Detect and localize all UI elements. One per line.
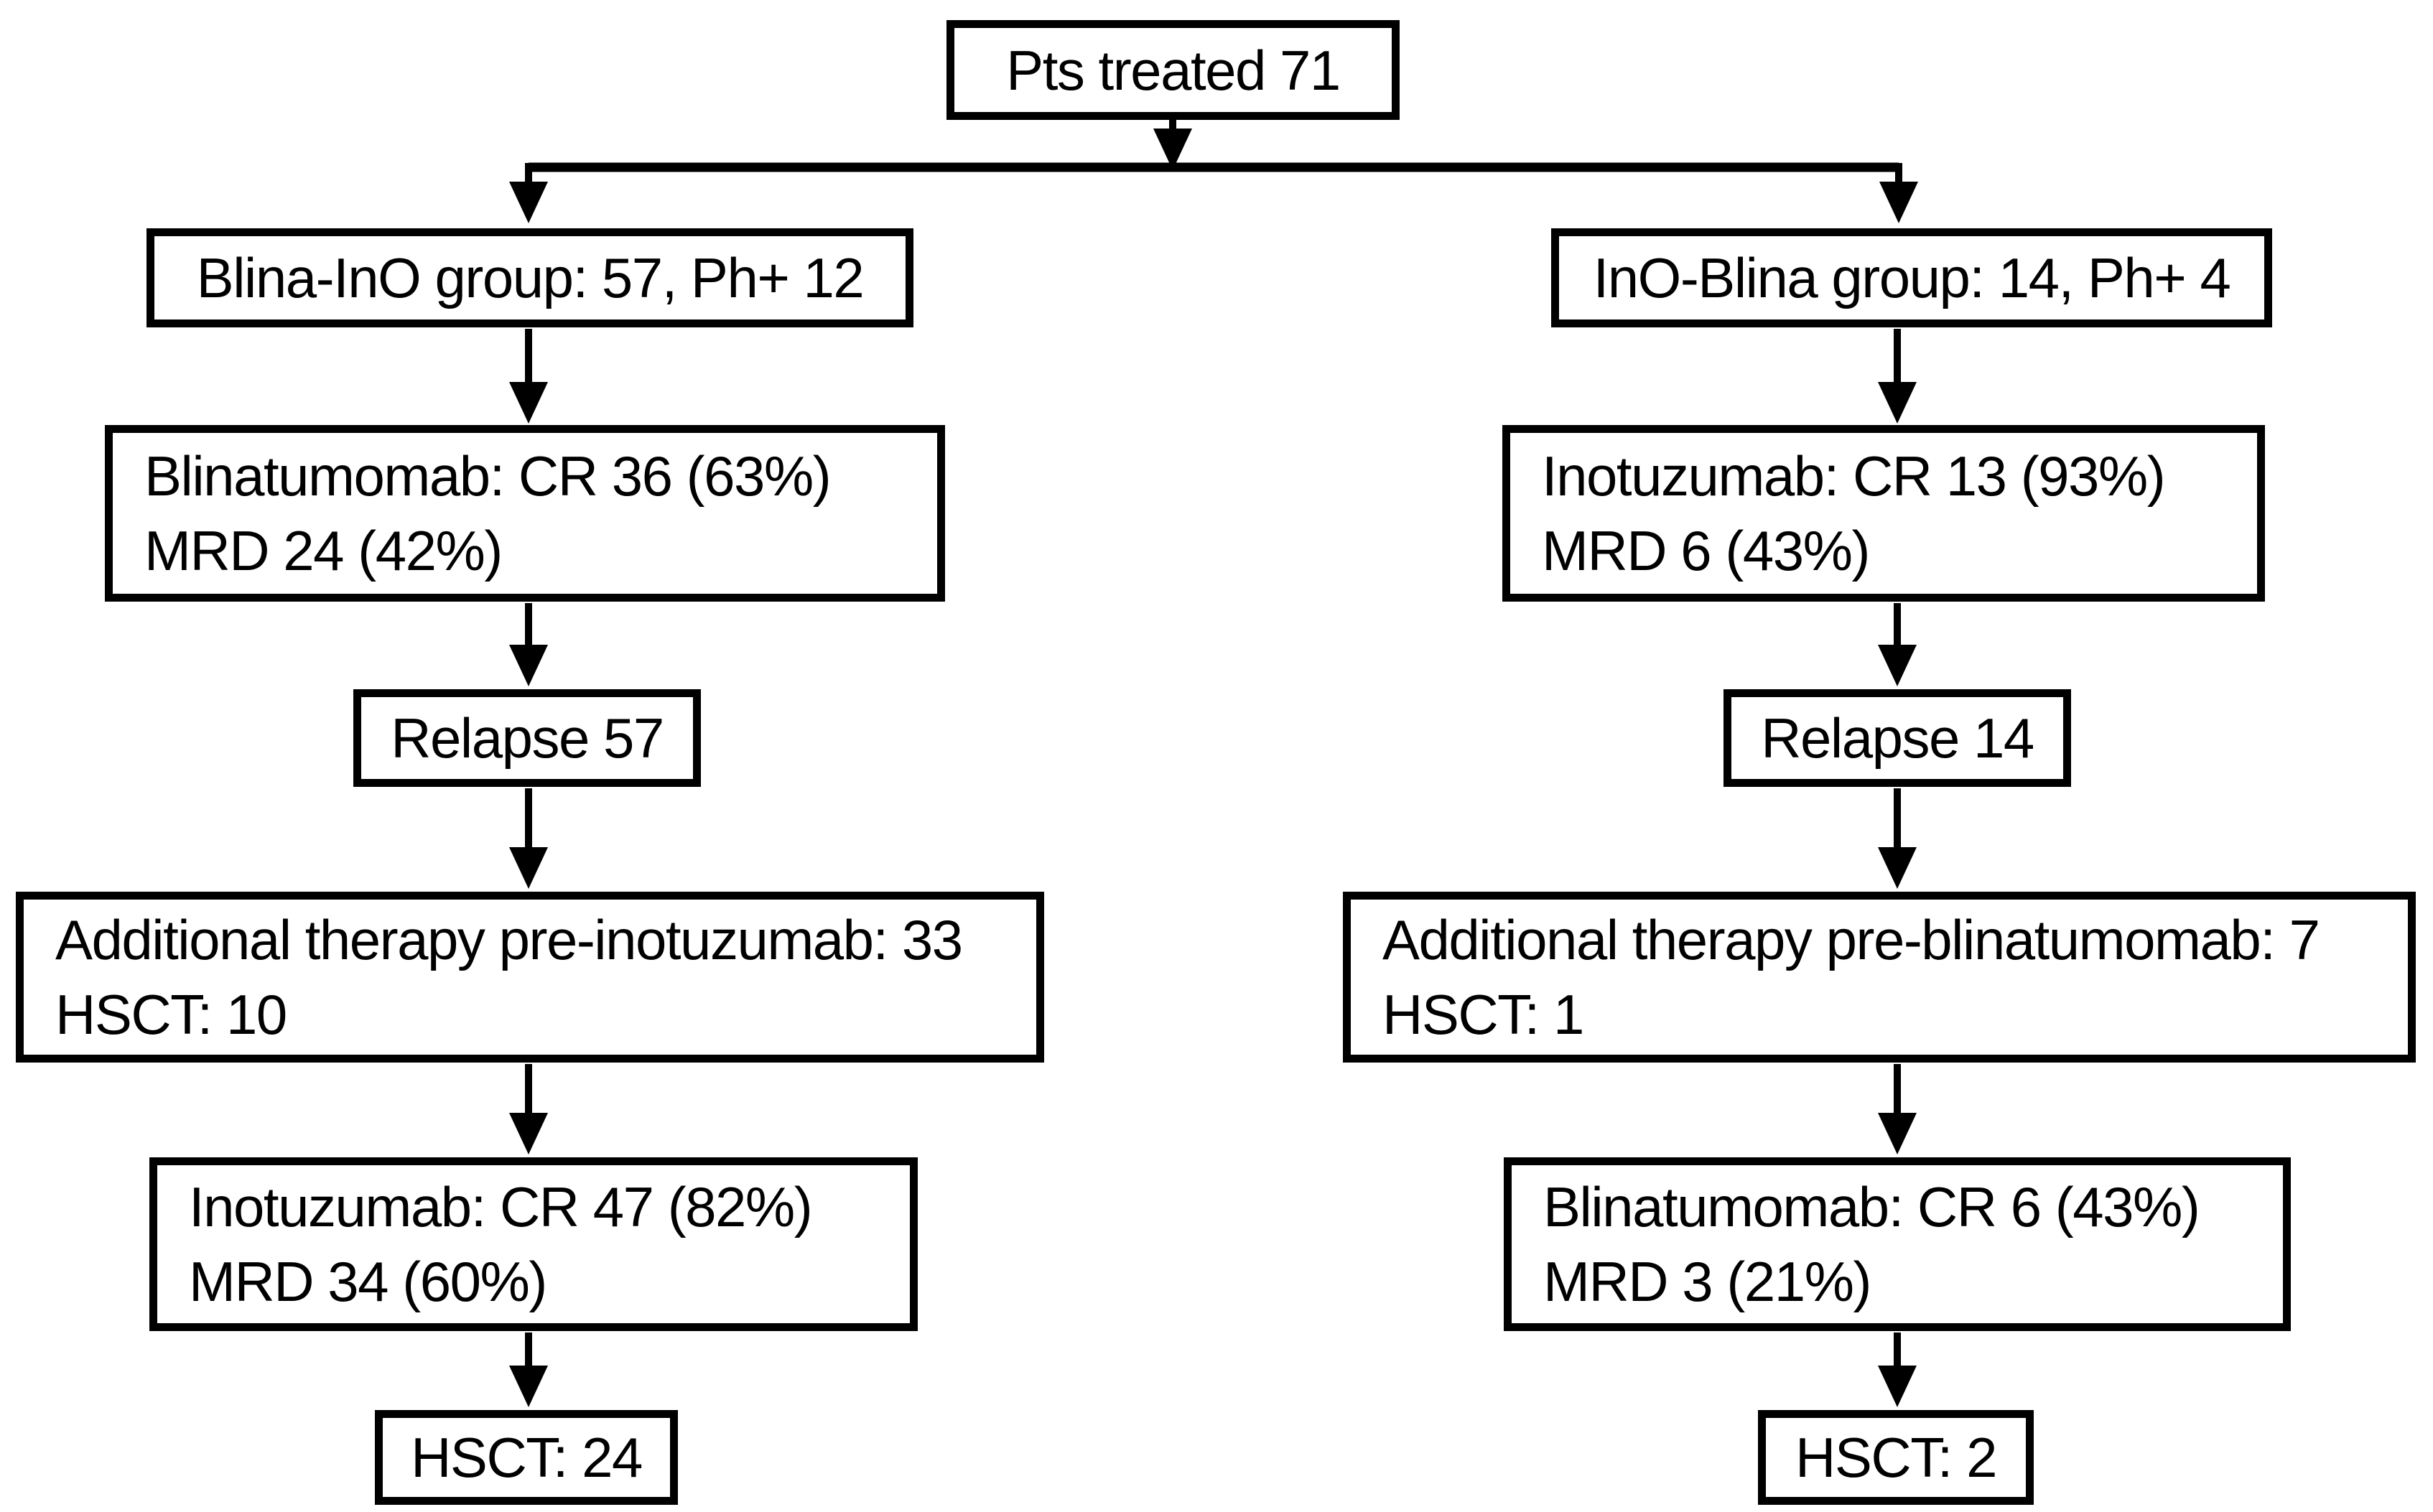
node-left-hsct: HSCT: 24 [375,1410,678,1505]
node-right-blinatumomab-result: Blinatumomab: CR 6 (43%) MRD 3 (21%) [1504,1157,2291,1331]
arrow-right-treatment2-to-hsct [1878,1333,1917,1407]
node-blina-ino-group: Blina-InO group: 57, Ph+ 12 [146,228,913,327]
additional-therapy-line: Additional therapy pre-blinatumomab: 7 [1382,908,2320,971]
arrow-right-group-to-treatment1 [1878,329,1917,424]
arrow-split-to-left-group [509,163,548,223]
arrow-right-additional-to-treatment2 [1878,1064,1917,1154]
mrd-line: MRD 34 (60%) [189,1250,547,1313]
node-right-additional-therapy: Additional therapy pre-blinatumomab: 7 H… [1343,892,2416,1063]
arrow-root-to-split [1153,120,1192,170]
hsct-line: HSCT: 1 [1382,983,1584,1046]
node-pts-treated: Pts treated 71 [946,20,1400,120]
treatment-line: Blinatumomab: CR 6 (43%) [1543,1175,2200,1238]
node-right-inotuzumab-result: Inotuzumab: CR 13 (93%) MRD 6 (43%) [1502,425,2265,602]
treatment-line: Inotuzumab: CR 13 (93%) [1542,444,2166,508]
mrd-line: MRD 3 (21%) [1543,1250,1871,1313]
node-ino-blina-group: InO-Blina group: 14, Ph+ 4 [1551,228,2272,327]
arrow-left-group-to-treatment1 [509,329,548,424]
node-left-blinatumomab-result: Blinatumomab: CR 36 (63%) MRD 24 (42%) [105,425,945,602]
arrow-split-to-right-group [1879,163,1918,223]
arrow-left-treatment1-to-relapse [509,603,548,686]
hsct-line: HSCT: 10 [55,983,287,1046]
arrow-left-relapse-to-additional [509,788,548,889]
node-left-relapse: Relapse 57 [353,689,701,787]
mrd-line: MRD 24 (42%) [144,519,503,582]
node-right-hsct: HSCT: 2 [1758,1410,2034,1505]
mrd-line: MRD 6 (43%) [1542,519,1870,582]
arrow-right-treatment1-to-relapse [1878,603,1917,686]
arrow-left-treatment2-to-hsct [509,1333,548,1407]
node-left-inotuzumab-result: Inotuzumab: CR 47 (82%) MRD 34 (60%) [149,1157,918,1331]
node-left-additional-therapy: Additional therapy pre-inotuzumab: 33 HS… [16,892,1044,1063]
node-right-relapse: Relapse 14 [1723,689,2071,787]
treatment-line: Blinatumomab: CR 36 (63%) [144,444,832,508]
arrow-left-additional-to-treatment2 [509,1064,548,1154]
additional-therapy-line: Additional therapy pre-inotuzumab: 33 [55,908,963,971]
treatment-line: Inotuzumab: CR 47 (82%) [189,1175,813,1238]
arrow-right-relapse-to-additional [1878,788,1917,889]
